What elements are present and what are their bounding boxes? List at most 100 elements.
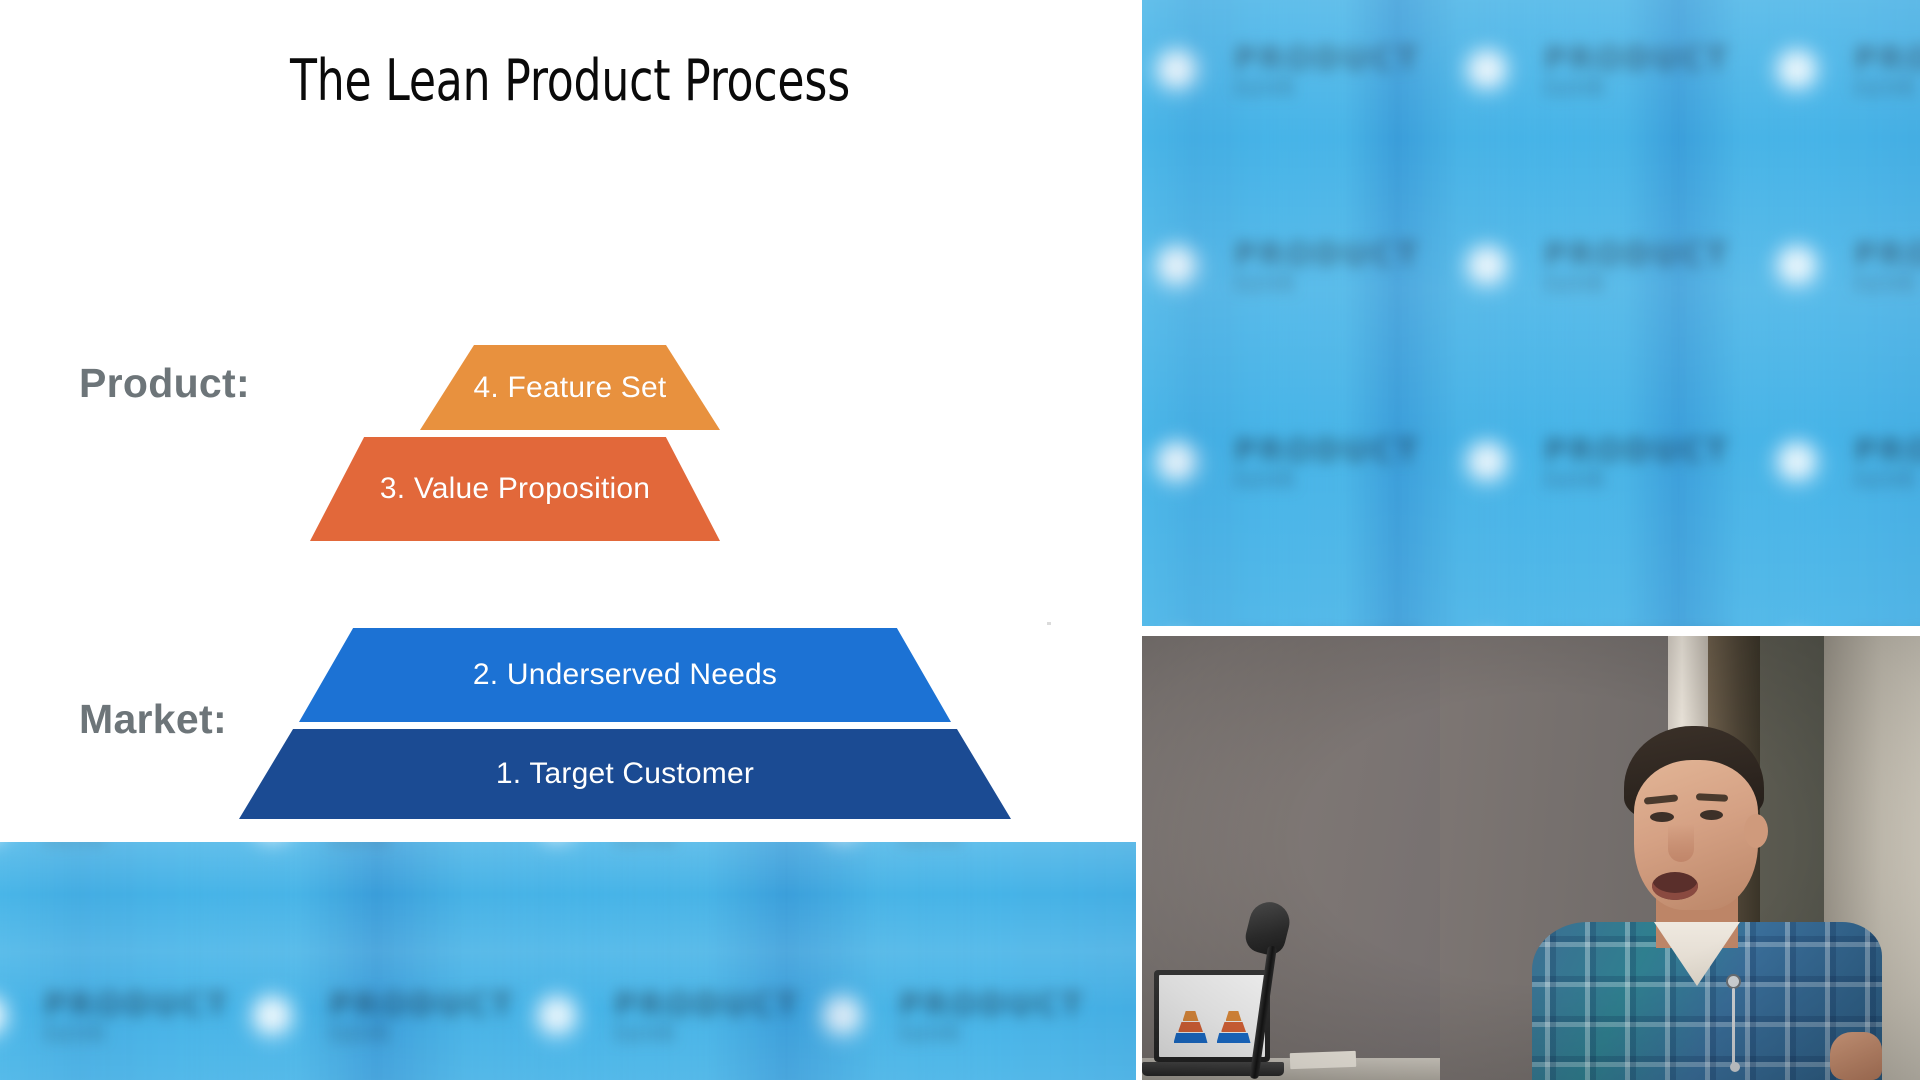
speaker-hand [1830, 1032, 1882, 1080]
backdrop-logo-cell: PRODUCT tank [797, 920, 1082, 1080]
laptop-slide-content [1159, 975, 1265, 1057]
speaker-person [1532, 726, 1882, 1080]
backdrop-logo-grid: PRODUCT tank PRODUCT tank PRODUCT tank [1140, 0, 1920, 628]
circle-logo-icon [1456, 41, 1518, 103]
circle-logo-icon [241, 987, 303, 1049]
backdrop-logo-cell: PRODUCT tank [1752, 562, 1920, 628]
circle-logo-icon [811, 987, 873, 1049]
nose [1668, 824, 1694, 862]
backdrop-logo-cell: PRODUCT tank [0, 842, 227, 920]
backdrop-logo-cell: PRODUCT tank [227, 842, 512, 920]
circle-logo-icon [1146, 433, 1208, 495]
tier-shape-1 [239, 729, 1011, 819]
eye-right [1700, 810, 1723, 820]
circle-logo-icon [0, 987, 18, 1049]
microphone-cord [1732, 988, 1735, 1064]
backdrop-wordmark: PRODUCT tank [899, 842, 1085, 850]
backdrop-wordmark: PRODUCT tank [899, 986, 1085, 1049]
circle-logo-icon [0, 842, 18, 853]
lean-product-process-pyramid: 4. Feature Set 3. Value Proposition 2. U… [239, 345, 1011, 819]
backdrop-logo-cell: PRODUCT tank [0, 920, 227, 1080]
lapel-microphone-icon [1728, 976, 1739, 987]
backdrop-logo-cell: PRODUCT tank [1442, 0, 1752, 170]
mouth [1652, 872, 1698, 900]
circle-logo-icon [1766, 433, 1828, 495]
backdrop-wordmark: PRODUCT tank [1234, 236, 1420, 299]
circle-logo-icon [526, 842, 588, 853]
circle-logo-icon [241, 842, 303, 853]
pyramid-tier-underserved-needs: 2. Underserved Needs [299, 628, 951, 722]
mini-pyramid-right [1214, 1001, 1254, 1047]
pyramid-tier-target-customer: 1. Target Customer [239, 729, 1011, 819]
backdrop-logo-cell: PRODUCT tank [227, 920, 512, 1080]
mini-tier-3 [1178, 1022, 1203, 1032]
backdrop-wordmark: PRODUCT tank [1854, 40, 1920, 103]
pyramid-tier-label: 1. Target Customer [495, 757, 755, 790]
circle-logo-icon [1456, 237, 1518, 299]
backdrop-logo-cell: PRODUCT tank [1752, 170, 1920, 366]
event-backdrop-banner-bottom: PRODUCT tank PRODUCT tank PRODUCT tank [0, 842, 1140, 1080]
backdrop-logo-cell: PRODUCT tank [797, 842, 1082, 920]
backdrop-logo-cell: PRODUCT tank [1442, 366, 1752, 562]
tier-shape-2 [299, 628, 951, 722]
circle-logo-icon [1456, 433, 1518, 495]
speaker-video-feed [1140, 634, 1920, 1080]
backdrop-logo-cell: PRODUCT tank [1140, 170, 1442, 366]
backdrop-wordmark: PRODUCT tank [614, 986, 800, 1049]
slide-dust-speck [1047, 622, 1051, 625]
panel-divider-vertical [1136, 0, 1142, 1080]
backdrop-logo-cell: PRODUCT tank [512, 842, 797, 920]
backdrop-logo-cell: PRODUCT tank [1442, 170, 1752, 366]
backdrop-wordmark: PRODUCT tank [44, 842, 230, 850]
mini-tier-3 [1221, 1022, 1246, 1032]
circle-logo-icon [526, 987, 588, 1049]
backdrop-wordmark: PRODUCT tank [1854, 432, 1920, 495]
circle-logo-icon [1146, 41, 1208, 103]
mini-tier-2 [1216, 1033, 1251, 1043]
laptop-base [1142, 1062, 1284, 1076]
pyramid-tier-label: 4. Feature Set [473, 370, 667, 404]
backdrop-wordmark: PRODUCT tank [329, 842, 515, 850]
backdrop-logo-cell: PRODUCT tank [1140, 562, 1442, 628]
laptop-screen [1154, 970, 1270, 1062]
backdrop-logo-cell: PRODUCT tank [1140, 0, 1442, 170]
pyramid-tier-value-proposition: 3. Value Proposition [310, 437, 720, 541]
mini-tier-4 [1182, 1011, 1199, 1021]
mini-tier-2 [1173, 1033, 1208, 1043]
side-label-market: Market: [79, 696, 227, 742]
circle-logo-icon [811, 842, 873, 853]
circle-logo-icon [1766, 41, 1828, 103]
backdrop-wordmark: PRODUCT tank [1234, 432, 1420, 495]
backdrop-wordmark: PRODUCT tank [44, 986, 230, 1049]
circle-logo-icon [1146, 237, 1208, 299]
pyramid-tier-label: 2. Underserved Needs [472, 658, 778, 691]
side-label-product: Product: [79, 360, 250, 406]
backdrop-logo-cell: PRODUCT tank [1140, 366, 1442, 562]
backdrop-wordmark: PRODUCT tank [614, 842, 800, 850]
backdrop-logo-cell: PRODUCT tank [1752, 366, 1920, 562]
mini-tier-4 [1225, 1011, 1242, 1021]
pyramid-tier-feature-set: 4. Feature Set [420, 345, 720, 430]
backdrop-wordmark: PRODUCT tank [1544, 432, 1730, 495]
backdrop-logo-cell: PRODUCT tank [512, 920, 797, 1080]
backdrop-logo-cell: PRODUCT tank [1752, 0, 1920, 170]
tier-shape-3 [310, 437, 720, 541]
ear [1744, 814, 1768, 848]
tier-shape-4 [420, 345, 720, 430]
backdrop-wordmark: PRODUCT tank [1234, 40, 1420, 103]
eye-left [1650, 812, 1674, 822]
event-backdrop-banner-right: PRODUCT tank PRODUCT tank PRODUCT tank [1140, 0, 1920, 628]
presentation-slide: The Lean Product Process Product: Market… [0, 48, 1140, 1080]
mini-pyramid-left [1171, 1001, 1211, 1047]
backdrop-logo-cell: PRODUCT tank [1442, 562, 1752, 628]
backdrop-wordmark: PRODUCT tank [1544, 236, 1730, 299]
circle-logo-icon [1766, 237, 1828, 299]
backdrop-logo-grid: PRODUCT tank PRODUCT tank PRODUCT tank [0, 842, 1140, 1080]
page-title: The Lean Product Process [289, 48, 851, 114]
backdrop-wordmark: PRODUCT tank [1544, 40, 1730, 103]
pyramid-tier-label: 3. Value Proposition [379, 472, 651, 505]
panel-divider-horizontal [1140, 626, 1920, 636]
microphone-cord-clip [1730, 1062, 1740, 1072]
backdrop-wordmark: PRODUCT tank [1854, 236, 1920, 299]
